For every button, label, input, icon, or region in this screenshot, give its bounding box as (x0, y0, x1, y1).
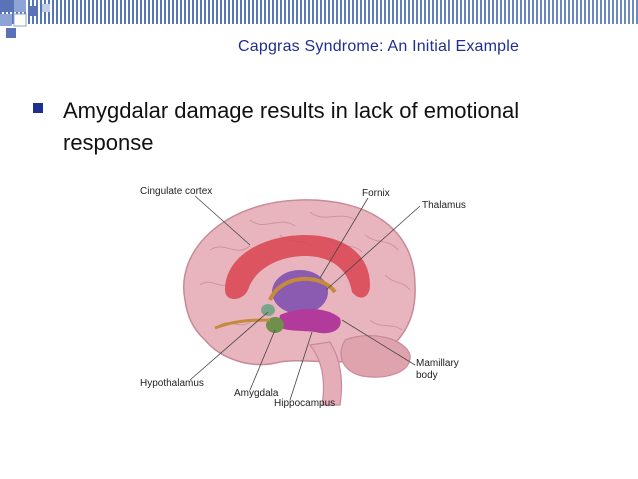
slide-title: Capgras Syndrome: An Initial Example (238, 38, 520, 55)
brainstem-shape (308, 341, 343, 406)
cerebellum-shape (340, 335, 411, 378)
label-amygdala: Amygdala (234, 388, 279, 399)
brain-illustration (183, 195, 421, 406)
decorative-squares-logo (0, 0, 50, 38)
square-bullet-icon (33, 103, 43, 113)
thalamus-shape (272, 270, 328, 314)
label-mamillary-body: body (416, 370, 438, 381)
amygdala-shape (266, 317, 284, 333)
cingulate-cortex-shape (225, 235, 370, 299)
hypothalamus-shape (261, 304, 275, 316)
label-mamillary: Mamillary (416, 358, 459, 369)
label-cingulate-cortex: Cingulate cortex (140, 186, 213, 197)
bullet-text: Amygdalar damage results in lack of emot… (63, 98, 520, 155)
label-hippocampus: Hippocampus (274, 398, 336, 409)
olfactory-tract-shape (214, 318, 271, 330)
brain-diagram: Cingulate cortex Fornix Thalamus Hypotha… (130, 180, 490, 420)
label-thalamus: Thalamus (422, 200, 466, 211)
header-band (0, 0, 638, 24)
label-hypothalamus: Hypothalamus (140, 378, 204, 389)
hippocampus-shape (278, 309, 341, 334)
label-fornix: Fornix (362, 188, 390, 199)
